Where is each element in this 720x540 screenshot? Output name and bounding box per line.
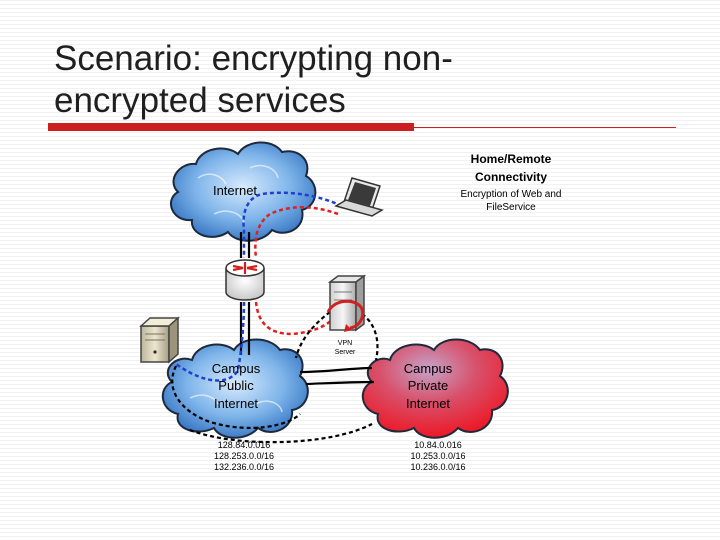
campus-public-label-1: Campus: [212, 361, 261, 376]
public-subnet-1: 128.84.0.016: [218, 440, 271, 450]
campus-private-cloud: [362, 338, 509, 439]
callout-heading-1: Home/Remote: [471, 152, 552, 166]
campus-public-cloud: [162, 338, 309, 439]
internet-label: Internet: [213, 183, 257, 198]
private-subnet-3: 10.236.0.0/16: [410, 462, 465, 472]
vpn-server-label-2: Server: [335, 349, 356, 356]
router-icon: [225, 259, 265, 301]
private-subnet-1: 10.84.0.016: [414, 440, 462, 450]
campus-public-label-3: Internet: [214, 396, 258, 411]
callout-body-1: Encryption of Web and: [461, 189, 562, 200]
file-server-icon: [139, 316, 180, 364]
title-underline-red: [48, 123, 414, 131]
slide-title: Scenario: encrypting non- encrypted serv…: [54, 38, 654, 122]
public-subnet-3: 132.236.0.0/16: [214, 462, 274, 472]
internet-cloud: [170, 141, 317, 242]
network-links: [171, 191, 379, 444]
laptop-icon: [334, 177, 384, 217]
campus-private-label-2: Private: [408, 378, 448, 393]
campus-public-label-2: Public: [218, 378, 254, 393]
callout-heading-2: Connectivity: [475, 170, 547, 184]
callout-body-2: FileService: [486, 202, 536, 213]
title-underline-thin: [414, 127, 676, 128]
private-subnet-2: 10.253.0.0/16: [410, 451, 465, 461]
campus-private-label-3: Internet: [406, 396, 450, 411]
title-line-1: Scenario: encrypting non-: [54, 39, 453, 78]
vpn-server-icon: [326, 274, 367, 332]
campus-private-label-1: Campus: [404, 361, 453, 376]
public-subnet-2: 128.253.0.0/16: [214, 451, 274, 461]
vpn-server-label-1: VPN: [338, 340, 352, 347]
title-line-2: encrypted services: [54, 81, 346, 120]
